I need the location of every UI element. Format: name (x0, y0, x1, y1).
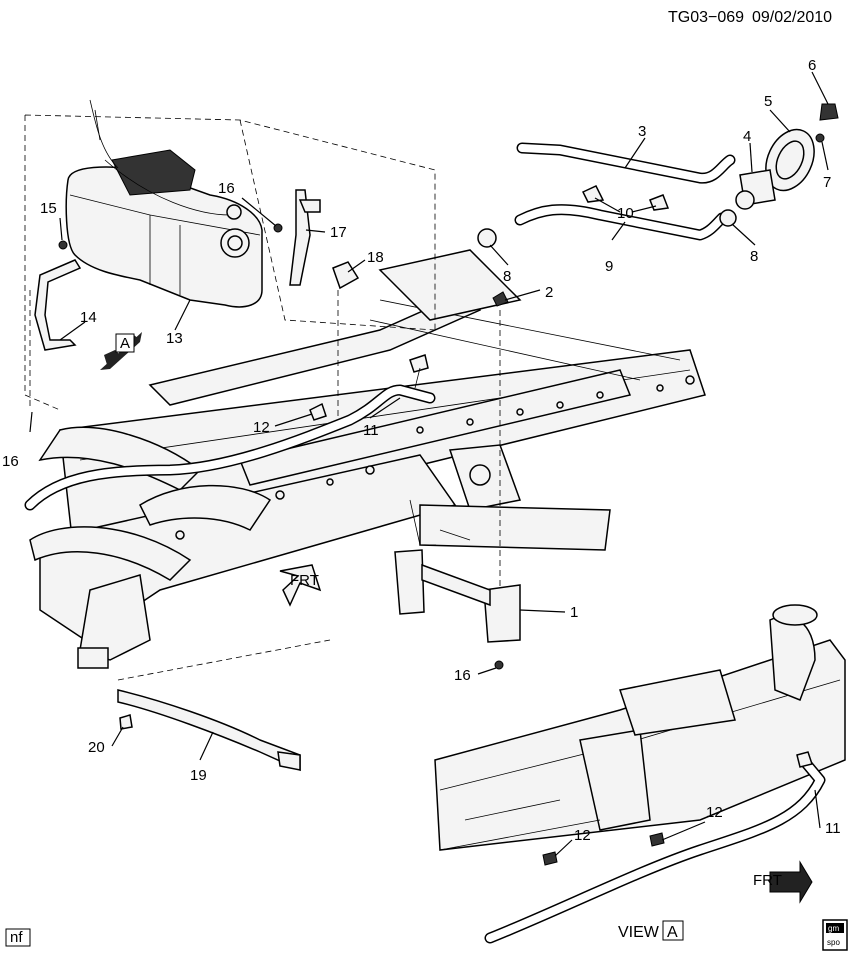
front-arrow-view-label: FRT (753, 872, 782, 889)
view-letter: A (667, 924, 678, 941)
view-a-inset (434, 604, 846, 944)
callout-20: 20 (88, 739, 105, 756)
callout-14: 14 (80, 309, 97, 326)
callout-11-main: 11 (363, 422, 379, 439)
crossmember-19 (117, 639, 331, 772)
callout-3: 3 (638, 123, 646, 140)
view-marker-arrow: A (100, 332, 142, 370)
fuel-tank (65, 99, 263, 308)
callout-12-view-right: 12 (706, 804, 723, 821)
callout-16-shield: 16 (454, 667, 471, 684)
callout-13: 13 (166, 330, 183, 347)
callout-19: 19 (190, 767, 207, 784)
callout-9: 9 (605, 258, 613, 275)
callout-16-left: 16 (2, 453, 19, 470)
front-arrow-view: FRT (753, 860, 813, 904)
callout-8-left: 8 (503, 268, 511, 285)
diagram-date: 09/02/2010 (752, 9, 832, 26)
filler-pipe-assembly (477, 103, 839, 307)
clip-18-shape (332, 261, 360, 290)
front-arrow-main: FRT (279, 564, 322, 607)
callout-7: 7 (823, 174, 831, 191)
callout-12-view-left: 12 (574, 827, 591, 844)
leader-lines (29, 71, 829, 857)
fuel-line-main (24, 354, 436, 511)
view-label: VIEW A (618, 920, 684, 941)
callouts: 1 2 3 4 5 6 7 8 8 9 10 11 11 12 12 12 13… (2, 57, 841, 844)
callout-15: 15 (40, 200, 57, 217)
view-marker-letter: A (120, 335, 130, 352)
tank-strap-bracket (273, 189, 321, 286)
footer-tag: nf (5, 928, 31, 947)
callout-11-view: 11 (825, 820, 841, 837)
gm-spo-logo: gm spo (822, 919, 848, 951)
view-word: VIEW (618, 924, 660, 941)
tank-strap (34, 240, 82, 351)
diagram-code: TG03−069 (668, 9, 744, 26)
callout-6: 6 (808, 57, 816, 74)
callout-17: 17 (330, 224, 347, 241)
shield-assembly (394, 499, 521, 670)
logo-top-text: gm (828, 924, 839, 933)
callout-10: 10 (617, 205, 634, 222)
callout-2: 2 (545, 284, 553, 301)
callout-4: 4 (743, 128, 751, 145)
chassis-frame (29, 249, 706, 669)
callout-8-right: 8 (750, 248, 758, 265)
callout-18: 18 (367, 249, 384, 266)
callout-12-main: 12 (253, 419, 270, 436)
callout-5: 5 (764, 93, 772, 110)
footer-tag-text: nf (10, 929, 23, 946)
callout-16-top: 16 (218, 180, 235, 197)
callout-1: 1 (570, 604, 578, 621)
front-arrow-label: FRT (290, 572, 319, 589)
logo-bottom-text: spo (827, 938, 840, 947)
